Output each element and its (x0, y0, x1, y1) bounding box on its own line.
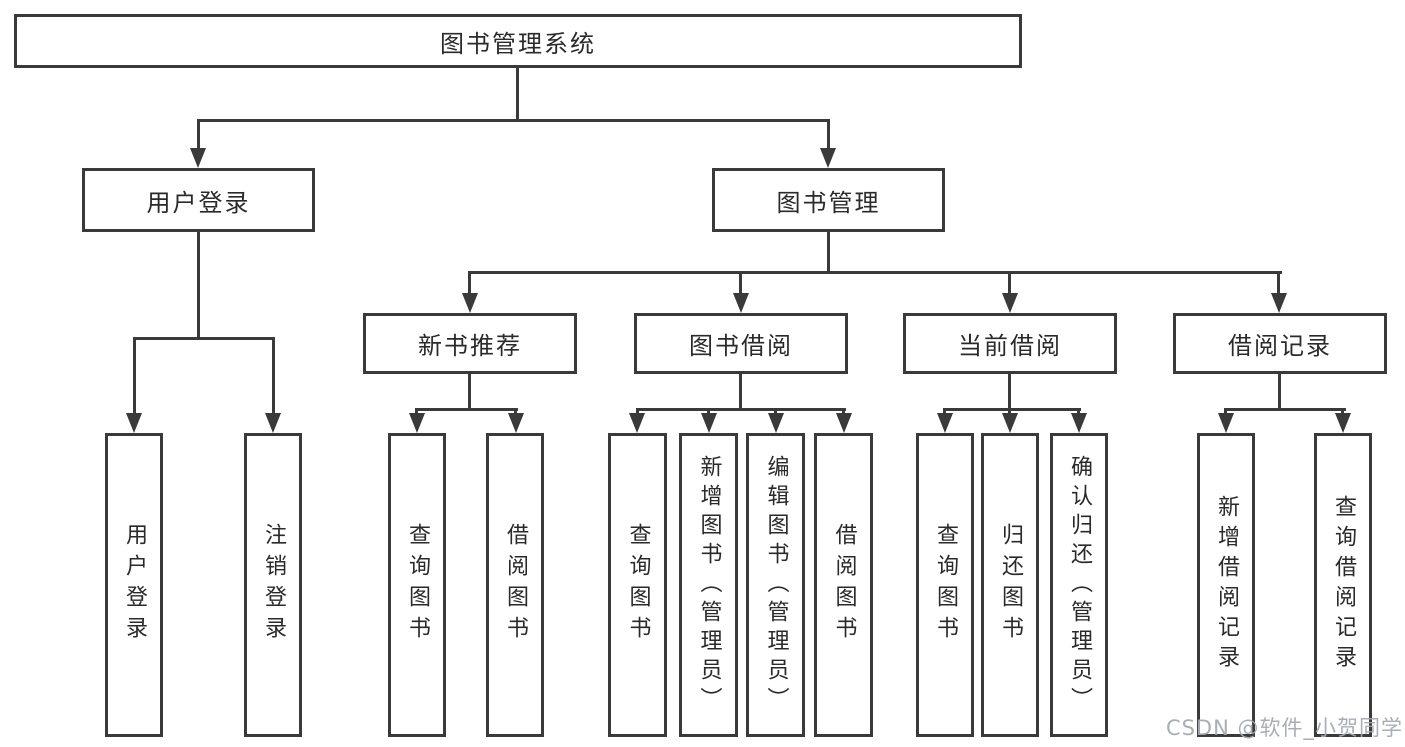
leaf-borrow-books-label: 借阅图书 (831, 523, 857, 647)
leaf-borrow-books: 借阅图书 (814, 433, 873, 737)
leaf-logout: 注销登录 (244, 433, 302, 737)
leaf-query-books-recommend-label: 查询图书 (405, 523, 430, 647)
leaf-query-books-current: 查询图书 (916, 433, 974, 737)
connector-line (943, 408, 1081, 411)
connector-line (516, 65, 519, 119)
leaf-confirm-return-admin: 确认归还（管理员） (1050, 433, 1108, 737)
connector-line (1277, 271, 1280, 296)
node-library-system-label: 图书管理系统 (440, 29, 596, 58)
connector-line (272, 337, 275, 415)
leaf-add-borrow-record-label: 新增借阅记录 (1214, 495, 1239, 675)
arrowhead-down (768, 413, 784, 433)
connector-line (739, 371, 742, 408)
leaf-query-borrow-record: 查询借阅记录 (1314, 433, 1372, 737)
arrowhead-down (265, 413, 281, 433)
node-current-borrow-label: 当前借阅 (958, 332, 1062, 360)
connector-line (197, 119, 200, 151)
leaf-edit-books-admin-label: 编辑图书（管理员） (763, 454, 789, 716)
arrowhead-down (126, 413, 142, 433)
connector-line (1008, 371, 1011, 408)
node-book-management-label: 图书管理 (776, 188, 881, 217)
leaf-query-borrow-record-label: 查询借阅记录 (1331, 495, 1356, 675)
connector-line (827, 119, 830, 151)
node-book-borrow: 图书借阅 (634, 313, 848, 374)
connector-line (133, 337, 136, 415)
leaf-return-books: 归还图书 (981, 433, 1039, 737)
connector-line (1278, 371, 1281, 408)
connector-line (468, 371, 471, 408)
connector-line (739, 271, 742, 296)
arrowhead-down (1002, 413, 1018, 433)
node-borrow-records-label: 借阅记录 (1228, 332, 1332, 360)
connector-line (197, 119, 830, 122)
leaf-edit-books-admin: 编辑图书（管理员） (746, 433, 805, 737)
leaf-query-books-borrow-label: 查询图书 (625, 523, 651, 647)
arrowhead-down (1218, 413, 1234, 433)
leaf-add-books-admin: 新增图书（管理员） (679, 433, 738, 737)
arrowhead-down (733, 293, 749, 313)
connector-line (1008, 271, 1011, 296)
node-book-management: 图书管理 (712, 168, 945, 232)
arrowhead-down (1002, 293, 1018, 313)
connector-line (636, 408, 846, 411)
leaf-confirm-return-admin-label: 确认归还（管理员） (1067, 454, 1092, 716)
arrowhead-down (462, 293, 478, 313)
node-current-borrow: 当前借阅 (903, 313, 1117, 374)
leaf-query-books-borrow: 查询图书 (608, 433, 667, 737)
connector-line (468, 271, 471, 296)
node-user-login-branch-label: 用户登录 (146, 188, 251, 217)
leaf-borrow-books-recommend-label: 借阅图书 (503, 523, 528, 647)
leaf-query-books-recommend: 查询图书 (388, 433, 446, 737)
node-borrow-records: 借阅记录 (1173, 313, 1387, 374)
connector-line (133, 337, 275, 340)
arrowhead-down (409, 413, 425, 433)
arrowhead-down (820, 148, 836, 168)
leaf-logout-label: 注销登录 (261, 523, 286, 647)
csdn-watermark: CSDN @软件_小贺同学 (1165, 716, 1403, 740)
leaf-user-login-label: 用户登录 (122, 523, 147, 647)
leaf-user-login: 用户登录 (105, 433, 163, 737)
leaf-borrow-books-recommend: 借阅图书 (486, 433, 544, 737)
connector-line (827, 230, 830, 271)
leaf-return-books-label: 归还图书 (998, 523, 1023, 647)
arrowhead-down (836, 413, 852, 433)
leaf-query-books-current-label: 查询图书 (933, 523, 958, 647)
node-book-borrow-label: 图书借阅 (689, 332, 793, 360)
leaf-add-borrow-record: 新增借阅记录 (1197, 433, 1255, 737)
arrowhead-down (701, 413, 717, 433)
node-user-login-branch: 用户登录 (82, 168, 315, 232)
node-library-system: 图书管理系统 (14, 14, 1022, 68)
connector-line (197, 230, 200, 337)
node-new-book-recommend: 新书推荐 (363, 313, 577, 374)
arrowhead-down (1071, 413, 1087, 433)
node-new-book-recommend-label: 新书推荐 (418, 332, 522, 360)
arrowhead-down (508, 413, 524, 433)
connector-line (415, 408, 518, 411)
connector-line (468, 271, 1282, 274)
arrowhead-down (1271, 293, 1287, 313)
arrowhead-down (190, 148, 206, 168)
arrowhead-down (1335, 413, 1351, 433)
connector-line (1224, 408, 1346, 411)
arrowhead-down (937, 413, 953, 433)
leaf-add-books-admin-label: 新增图书（管理员） (696, 454, 722, 716)
arrowhead-down (629, 413, 645, 433)
